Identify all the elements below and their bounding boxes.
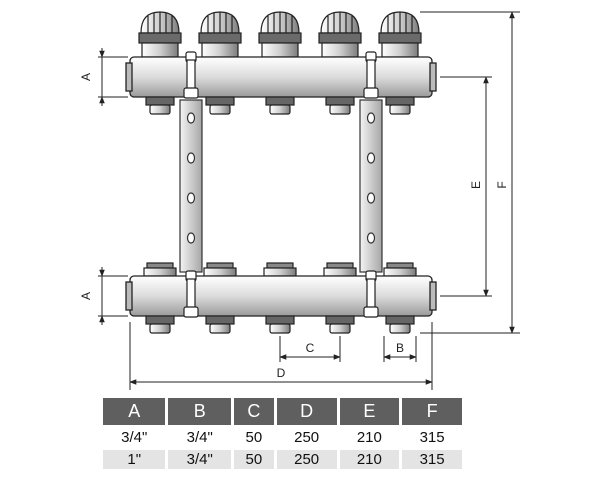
bottom-cap (203, 262, 237, 277)
table-row: 1" 3/4" 50 250 210 315 (103, 450, 462, 469)
table-cell: 1" (103, 450, 166, 469)
table-header-cell: A (103, 398, 166, 425)
table-header-cell: E (339, 398, 400, 425)
outlet-connector (145, 96, 175, 115)
table-cell: 250 (294, 429, 320, 446)
valve-cap (318, 11, 362, 58)
top-valve-caps (138, 11, 422, 58)
table-cell: 210 (339, 450, 400, 469)
table-header-cell: D (276, 398, 337, 425)
outlet-connector (385, 96, 415, 115)
valve-cap (378, 11, 422, 58)
dim-label-c: C (306, 341, 315, 355)
bottom-manifold-bar (125, 275, 437, 317)
outlet-connector (265, 315, 295, 334)
bottom-cap (323, 262, 357, 277)
bottom-cap (143, 262, 177, 277)
dim-label-e: E (469, 181, 483, 189)
dim-label-f: F (495, 181, 509, 188)
table-header-cell: B (168, 398, 231, 425)
table-header-cell: F (402, 398, 462, 425)
table-cell: 315 (419, 429, 445, 446)
dim-label-a-top: A (79, 73, 93, 81)
top-clamps (183, 51, 379, 99)
bottom-clamps (183, 270, 379, 318)
outlet-connector (325, 315, 355, 334)
top-outlets (145, 96, 415, 115)
table-cell: 3/4" (168, 450, 231, 469)
table-cell: 315 (402, 450, 462, 469)
outlet-connector (205, 315, 235, 334)
outlet-connector (385, 315, 415, 334)
dim-label-b: B (396, 341, 404, 355)
outlet-connector (145, 315, 175, 334)
table-cell: 3/4" (186, 429, 213, 446)
bottom-cap (263, 262, 297, 277)
valve-cap (258, 11, 302, 58)
dimension-lines (98, 11, 520, 390)
dim-label-d: D (277, 366, 286, 380)
table-cell: 50 (245, 429, 263, 446)
mounting-brackets (179, 99, 383, 273)
table-row: 3/4" 3/4" 50 250 210 315 (103, 428, 462, 447)
outlet-connector (325, 96, 355, 115)
table-cell: 210 (356, 429, 382, 446)
valve-cap (138, 11, 182, 58)
valve-cap (198, 11, 242, 58)
outlet-connector (205, 96, 235, 115)
table-header-cell: C (233, 398, 274, 425)
manifold-drawing: A A E F C B D (79, 11, 520, 390)
table-header-row: A B C D E F (103, 398, 462, 425)
bottom-cap (383, 262, 417, 277)
table-cell: 250 (276, 450, 337, 469)
dimension-table: A B C D E F 3/4" 3/4" 50 250 210 315 1" … (100, 395, 465, 472)
outlet-connector (265, 96, 295, 115)
table-cell: 50 (233, 450, 274, 469)
dim-label-a-bottom: A (79, 292, 93, 300)
table-cell: 3/4" (121, 429, 148, 446)
top-manifold-bar (125, 56, 437, 98)
bottom-outlets (145, 315, 415, 334)
